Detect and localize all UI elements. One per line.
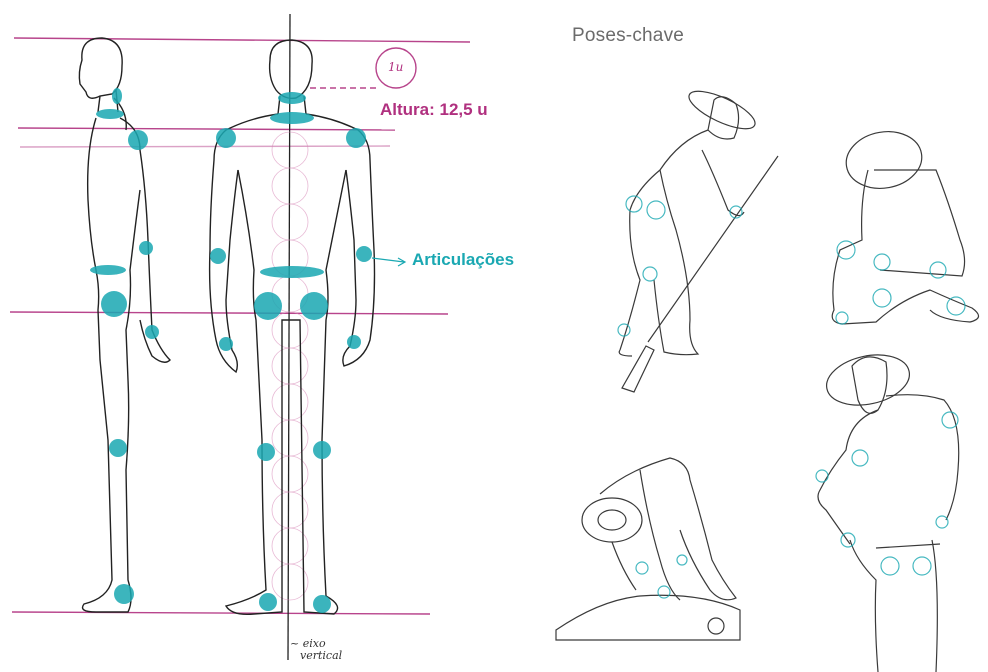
figure-side-view bbox=[79, 38, 170, 612]
pose-bending bbox=[556, 458, 740, 640]
vertical-axis bbox=[288, 14, 290, 660]
unit-label: 1u bbox=[388, 60, 403, 74]
pose-bending-joints bbox=[636, 555, 687, 598]
pose-back-view bbox=[818, 348, 959, 672]
guide-line-top bbox=[14, 38, 470, 42]
pose-raking bbox=[619, 84, 778, 392]
guide-line-shoulder bbox=[18, 128, 395, 130]
guide-line-chest bbox=[20, 146, 390, 147]
pose-raking-joints bbox=[618, 196, 742, 336]
guide-line-hip bbox=[10, 312, 448, 314]
pose-back-view-joints bbox=[816, 412, 958, 575]
joints-label: Articulações bbox=[412, 250, 514, 270]
pose-crouching bbox=[832, 126, 978, 324]
guide-line-ground bbox=[12, 612, 430, 614]
poses-title: Poses-chave bbox=[572, 25, 684, 47]
axis-label: ~ eixo vertical bbox=[290, 638, 380, 662]
joints-arrow bbox=[372, 258, 405, 266]
pose-crouching-joints bbox=[836, 241, 965, 324]
axis-label-line2: vertical bbox=[290, 650, 380, 662]
side-joints bbox=[90, 88, 159, 604]
height-label: Altura: 12,5 u bbox=[380, 100, 488, 120]
